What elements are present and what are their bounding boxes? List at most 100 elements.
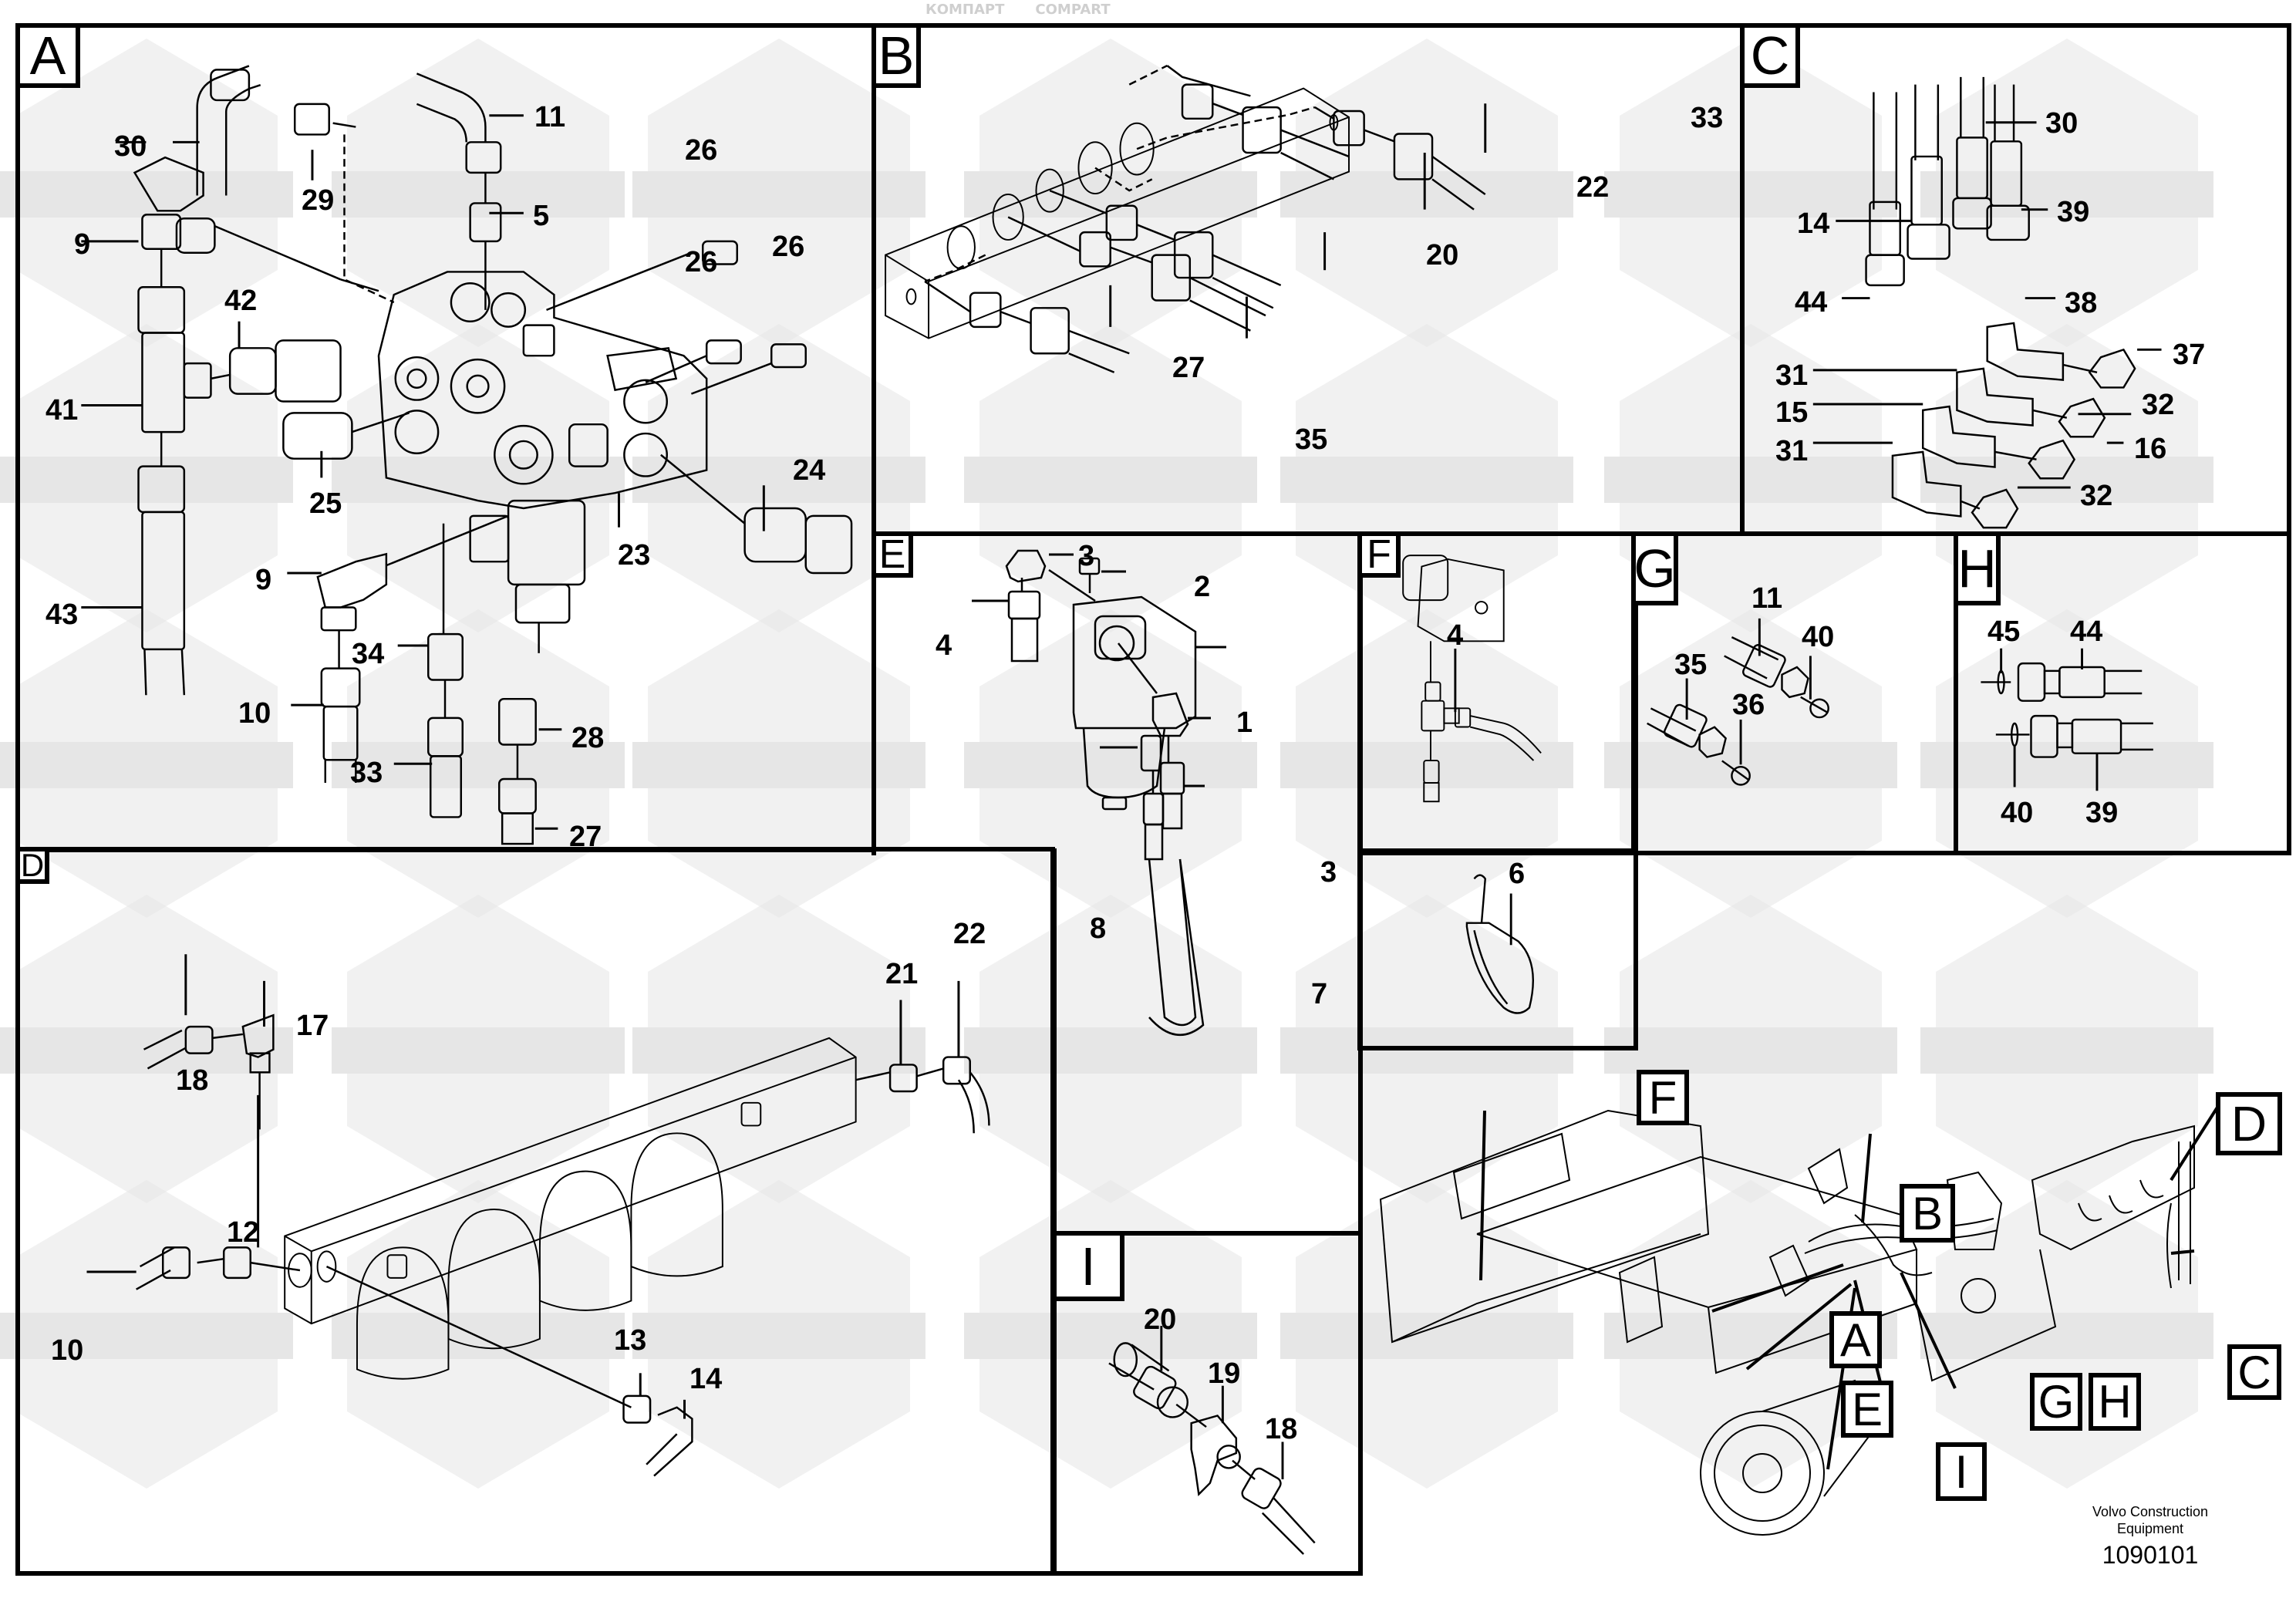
callout-17: 17: [296, 1010, 329, 1042]
watermark-tile: [964, 324, 1257, 632]
watermark-tile: [332, 609, 625, 918]
location-tag-e: E: [1841, 1381, 1893, 1438]
watermark-tile: [964, 895, 1257, 1203]
callout-15: 15: [1775, 396, 1809, 429]
callout-4: 4: [1447, 619, 1464, 652]
machine-overview-drawing: [1379, 1094, 2227, 1536]
callout-9b: 9: [255, 564, 272, 596]
solenoid-tee-drawing: [1402, 555, 1542, 803]
panel-f: F 4: [1357, 531, 1638, 855]
callout-39: 39: [2085, 797, 2119, 829]
callout-12: 12: [227, 1216, 260, 1249]
callout-22: 22: [953, 918, 986, 950]
watermark-text-2: COMPART: [1035, 2, 1111, 18]
callout-25: 25: [309, 487, 342, 520]
elbow-fittings-drawing: [1812, 76, 2162, 529]
location-tag-f: F: [1637, 1070, 1689, 1125]
callout-40: 40: [1802, 621, 1835, 653]
callout-24: 24: [793, 454, 826, 487]
watermark-tile: [1920, 609, 2213, 918]
callout-26c: 26: [772, 231, 805, 263]
panel-label-c: C: [1745, 25, 1800, 88]
callout-44: 44: [2070, 615, 2103, 648]
panel-i: I 20 19 18: [1052, 1231, 1363, 1576]
panel-d: D 21 22 17 18 12 10 13 14: [15, 847, 1055, 1576]
callout-3b: 3: [1320, 856, 1337, 889]
callout-32a: 32: [2142, 389, 2175, 421]
callout-19: 19: [1208, 1357, 1241, 1390]
callout-7: 7: [1311, 978, 1328, 1010]
callout-14: 14: [689, 1363, 723, 1395]
panel-cable-tie: 6: [1357, 848, 1638, 1050]
callout-40: 40: [2001, 797, 2034, 829]
callout-33: 33: [350, 757, 383, 789]
watermark-tile: [0, 324, 293, 632]
location-tag-h: H: [2089, 1373, 2141, 1431]
callout-44: 44: [1795, 286, 1828, 319]
callout-13: 13: [614, 1324, 647, 1357]
callout-27: 27: [569, 821, 602, 853]
watermark-tile: [1604, 324, 1897, 632]
callout-16: 16: [2134, 433, 2167, 465]
manifold-bar-drawing: [885, 64, 1487, 373]
callout-18: 18: [176, 1064, 209, 1097]
callout-5: 5: [533, 200, 550, 232]
panel-label-b: B: [876, 25, 921, 88]
callout-41: 41: [46, 394, 79, 427]
callout-26b: 26: [685, 246, 718, 278]
watermark-text-1: КОМПАРТ: [925, 2, 1005, 18]
location-tag-g: G: [2030, 1373, 2082, 1431]
callout-18: 18: [1265, 1413, 1298, 1445]
filter-drawing: [972, 549, 1226, 1037]
watermark-tile: [1920, 895, 2213, 1203]
watermark-tile: [1920, 324, 2213, 632]
callout-34: 34: [352, 638, 385, 670]
watermark-tile: [632, 39, 925, 347]
callout-27: 27: [1172, 352, 1205, 384]
callout-35: 35: [1295, 423, 1328, 456]
callout-20: 20: [1426, 239, 1459, 271]
cable-tie-drawing: [1465, 874, 1534, 1014]
callout-1: 1: [1236, 706, 1253, 739]
panel-h: H 45 44 40 39: [1954, 531, 2291, 855]
location-tag-a: A: [1829, 1311, 1882, 1368]
watermark-tile: [632, 324, 925, 632]
watermark-tile: [332, 39, 625, 347]
watermark-tile: [0, 609, 293, 918]
panel-label-f: F: [1362, 532, 1401, 578]
watermark-tile: [332, 895, 625, 1203]
watermark-legend: КОМПАРТ COMPART: [925, 2, 1111, 19]
callout-45: 45: [1988, 615, 2021, 648]
watermark-tile: [632, 1180, 925, 1489]
panel-a: A 30 29 11 9 5 26 26 26 42 41 24 25 23 9…: [15, 23, 876, 852]
callout-30: 30: [2045, 107, 2079, 140]
figure-number: 1090101: [2102, 1541, 2199, 1569]
publisher-line-1: Volvo Construction: [2092, 1504, 2209, 1519]
callout-11: 11: [534, 101, 566, 133]
callout-38: 38: [2065, 287, 2098, 319]
callout-32b: 32: [2080, 480, 2113, 512]
location-tag-c: C: [2227, 1344, 2281, 1400]
callout-11: 11: [1752, 582, 1783, 615]
callout-39: 39: [2057, 196, 2090, 228]
watermark-tile: [964, 1180, 1257, 1489]
callout-37: 37: [2173, 339, 2206, 371]
panel-c: C 30 14 39 44 38 37 31 32 15 16 31 32: [1740, 23, 2291, 536]
callout-14: 14: [1797, 207, 1830, 240]
callout-3a: 3: [1078, 540, 1095, 572]
panel-label-h: H: [1957, 536, 2001, 605]
panel-label-a: A: [20, 25, 80, 88]
callout-31a: 31: [1775, 359, 1809, 392]
callout-30: 30: [114, 130, 147, 163]
callout-22: 22: [1576, 171, 1610, 204]
callout-28: 28: [571, 722, 605, 754]
callout-23: 23: [618, 539, 651, 572]
panel-label-i: I: [1057, 1236, 1124, 1301]
panel-label-d: D: [20, 847, 49, 884]
location-tag-i: I: [1936, 1442, 1987, 1501]
callout-20: 20: [1144, 1303, 1177, 1336]
callout-33: 33: [1691, 102, 1724, 134]
panel-label-e: E: [876, 532, 913, 578]
hose-fittings-g-drawing: [1647, 618, 1829, 786]
watermark-tile: [1920, 39, 2213, 347]
